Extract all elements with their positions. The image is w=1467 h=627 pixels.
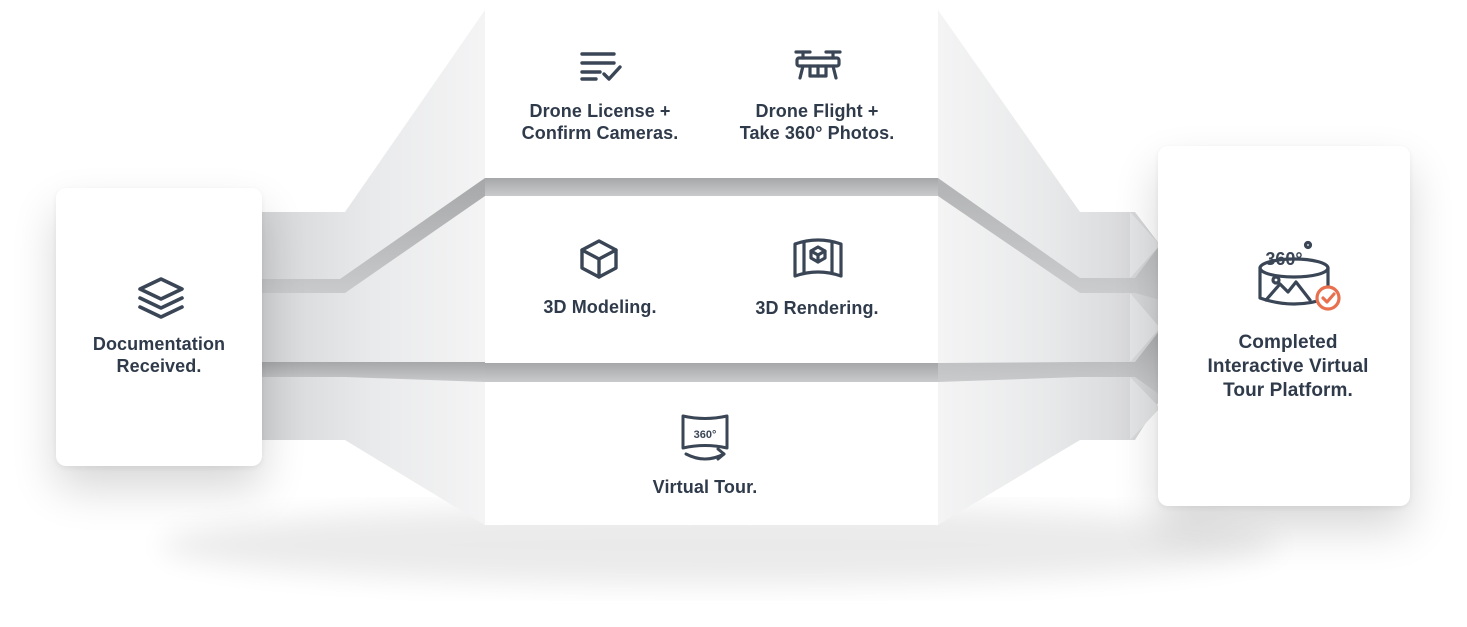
checklist-icon xyxy=(580,52,622,81)
left-groove-top xyxy=(262,178,485,293)
360-platform-icon: 360° xyxy=(1258,240,1341,311)
middle-groove-bottom xyxy=(485,363,938,382)
right-groove-bottom xyxy=(938,330,1160,395)
result-label: Completed Interactive Virtual Tour Platf… xyxy=(1207,332,1369,401)
drone-icon xyxy=(794,50,842,80)
cube-icon xyxy=(580,239,618,279)
left-groove-bottom xyxy=(262,362,485,382)
virtual-tour-360-badge: 360° xyxy=(694,429,717,441)
3d-rendering-icon xyxy=(793,238,843,278)
step-3d-rendering-label: 3D Rendering. xyxy=(755,298,879,318)
result-360-badge: 360° xyxy=(1265,249,1302,269)
source-label: Documentation Received. xyxy=(92,334,226,376)
middle-groove-top xyxy=(485,178,938,196)
step-virtual-tour-label: Virtual Tour. xyxy=(652,477,758,497)
result-card xyxy=(1158,146,1410,506)
stage-panel-top xyxy=(485,10,938,178)
step-drone-flight-label: Drone Flight + Take 360° Photos. xyxy=(739,101,895,143)
arrow-tip-top xyxy=(1130,212,1160,278)
layers-icon xyxy=(138,277,184,319)
step-drone-license-label: Drone License + Confirm Cameras. xyxy=(521,101,679,143)
stage-panel-middle xyxy=(485,196,938,363)
stage-panel-bottom xyxy=(485,382,938,525)
right-groove-top xyxy=(938,178,1160,300)
arrow-tip-bottom xyxy=(1130,377,1160,440)
arrow-tip-middle xyxy=(1130,293,1160,362)
360-panorama-icon: 360° xyxy=(681,414,729,461)
step-3d-modeling-label: 3D Modeling. xyxy=(543,297,657,317)
source-card xyxy=(56,188,262,466)
